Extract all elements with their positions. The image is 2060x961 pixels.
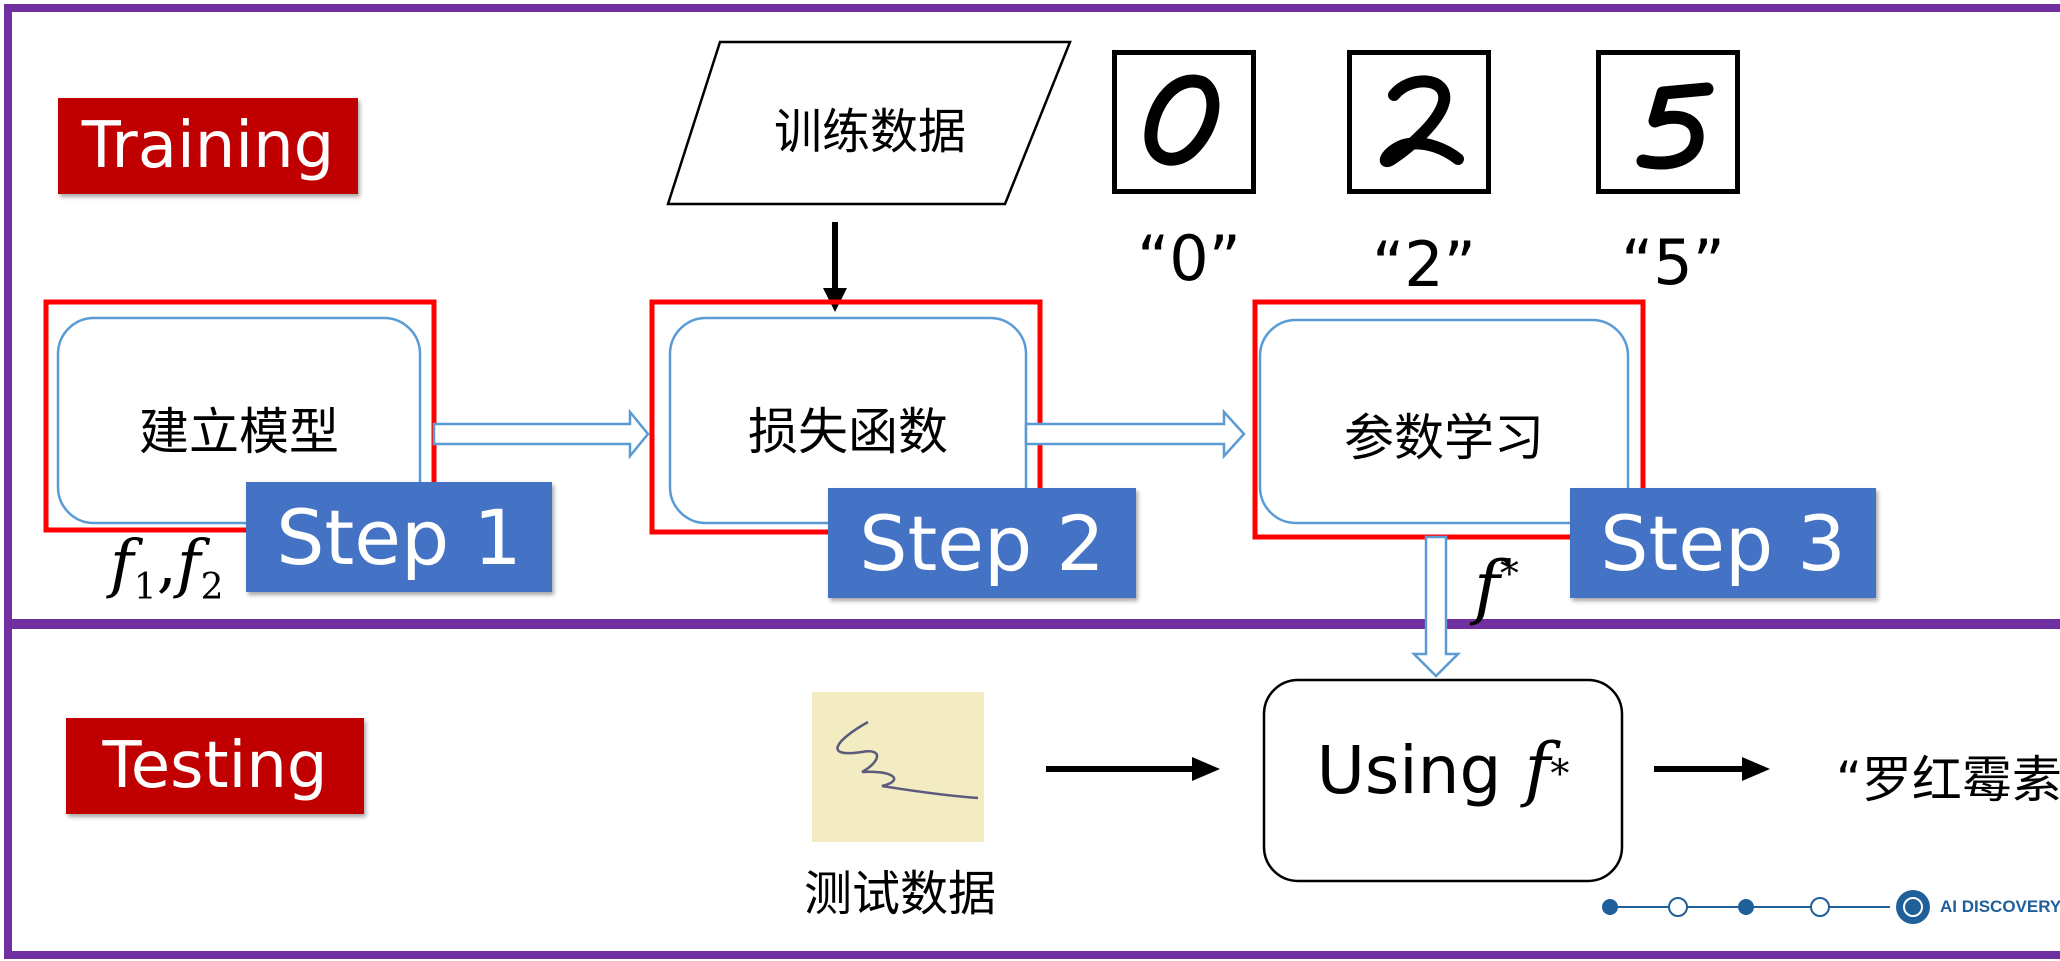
hollow-arrow-2	[1024, 408, 1246, 460]
subscript-2: 2	[200, 566, 224, 608]
f-star-f: f	[1474, 546, 1500, 628]
using-box	[1262, 678, 1624, 883]
step3-highlight	[1252, 299, 1646, 540]
hollow-arrow-1	[432, 408, 650, 460]
step3-box	[1258, 318, 1630, 525]
training-data-parallelogram	[666, 40, 1072, 206]
digit-5-icon	[1636, 82, 1714, 170]
digit-sample-5	[1596, 50, 1740, 194]
digit-sample-0	[1112, 50, 1256, 194]
testing-section-label: Testing	[66, 718, 364, 814]
prediction-output: “罗红霉素”	[1836, 751, 2060, 809]
f-star-asterisk: *	[1499, 551, 1519, 596]
training-data-label: 训练数据	[773, 104, 966, 160]
digit-caption-5: “5”	[1621, 226, 1725, 299]
step2-tag: Step 2	[828, 488, 1136, 598]
subscript-1: 1	[133, 566, 157, 608]
hollow-arrow-down	[1410, 535, 1462, 678]
learned-function-label: f*	[1474, 552, 1519, 622]
training-section-label: Training	[58, 98, 358, 194]
f-symbol-2: f	[176, 527, 201, 601]
digit-caption-2: “2”	[1372, 228, 1476, 301]
step2-box-label: 损失函数	[748, 403, 948, 461]
step1-highlight	[43, 299, 437, 533]
watermark-brand: AI DISCOVERY	[1940, 897, 2060, 916]
f-symbol: f	[110, 527, 134, 601]
step1-box	[56, 316, 422, 525]
watermark-progress-dots	[1602, 890, 1930, 924]
using-word: Using	[1316, 732, 1502, 809]
digit-0-icon	[1144, 74, 1220, 166]
step3-box-label: 参数学习	[1344, 409, 1544, 467]
handwritten-stroke	[836, 720, 979, 800]
test-data-label: 测试数据	[803, 866, 996, 922]
test-arrowhead-2	[1742, 757, 1770, 781]
step1-tag: Step 1	[246, 482, 552, 592]
model-candidates-label: f1,f2	[110, 532, 224, 606]
step1-box-label: 建立模型	[139, 403, 339, 461]
separator: ,	[156, 527, 177, 601]
using-star: *	[1550, 751, 1570, 796]
test-arrowhead-1	[1192, 757, 1220, 781]
digit-sample-2	[1347, 50, 1491, 194]
digit-2-icon	[1379, 75, 1464, 168]
digit-caption-0: “0”	[1137, 222, 1241, 295]
outer-frame	[4, 4, 2060, 959]
test-data-image	[812, 692, 984, 842]
using-f-star-label: Using f*	[1264, 734, 1622, 804]
step3-tag: Step 3	[1570, 488, 1876, 598]
using-f: f	[1524, 728, 1551, 810]
